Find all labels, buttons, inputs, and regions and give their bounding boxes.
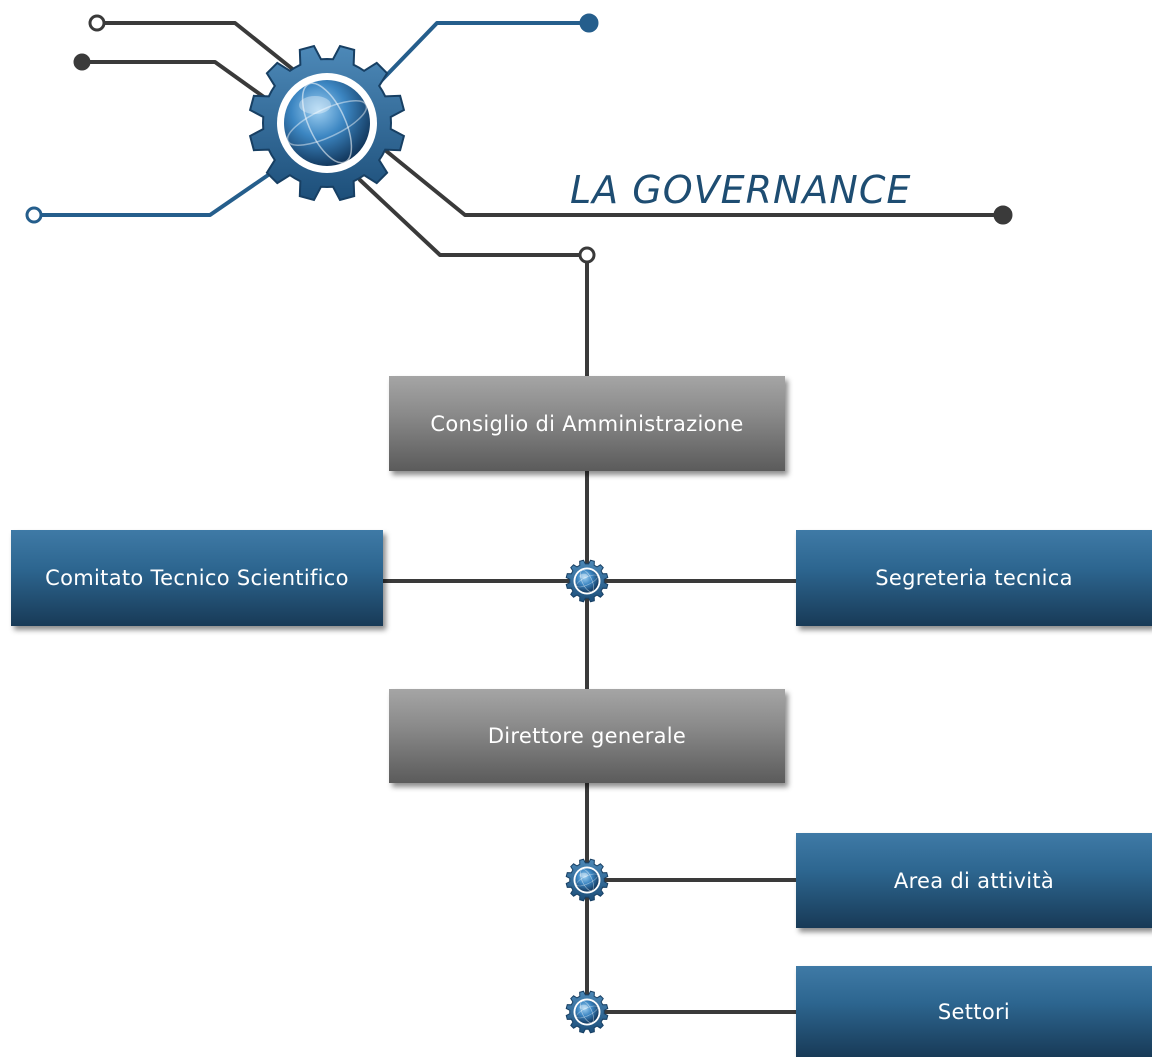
secretariat-box[interactable]: Segreteria tecnica [796, 530, 1152, 626]
node-filled [993, 205, 1013, 225]
node-open-blue [25, 206, 43, 224]
activity-area-box[interactable]: Area di attività [796, 833, 1152, 928]
node-filled-blue [579, 13, 599, 33]
sectors-box[interactable]: Settori [796, 966, 1152, 1057]
circuit-nodes [25, 13, 1013, 225]
circuit-line-left-bottom [32, 158, 292, 217]
circuit-lines [32, 21, 1005, 257]
director-box[interactable]: Direttore generale [389, 689, 785, 783]
board-box[interactable]: Consiglio di Amministrazione [389, 376, 785, 471]
circuit-line-down [358, 178, 589, 257]
node-filled [73, 53, 91, 71]
gear-globe-icon [565, 559, 609, 603]
page-title: LA GOVERNANCE [570, 168, 912, 212]
gear-globe-icon [248, 44, 406, 202]
node-open [88, 14, 106, 32]
circuit-line-top-right [378, 21, 590, 84]
gear-globe-icon [565, 990, 609, 1034]
committee-box[interactable]: Comitato Tecnico Scientifico [11, 530, 383, 626]
circuit-line-right [383, 148, 1005, 217]
gear-globe-icon [565, 858, 609, 902]
circuit-line-left-2 [80, 60, 277, 107]
circuit-line-top-left [95, 21, 302, 77]
node-open [578, 246, 596, 264]
